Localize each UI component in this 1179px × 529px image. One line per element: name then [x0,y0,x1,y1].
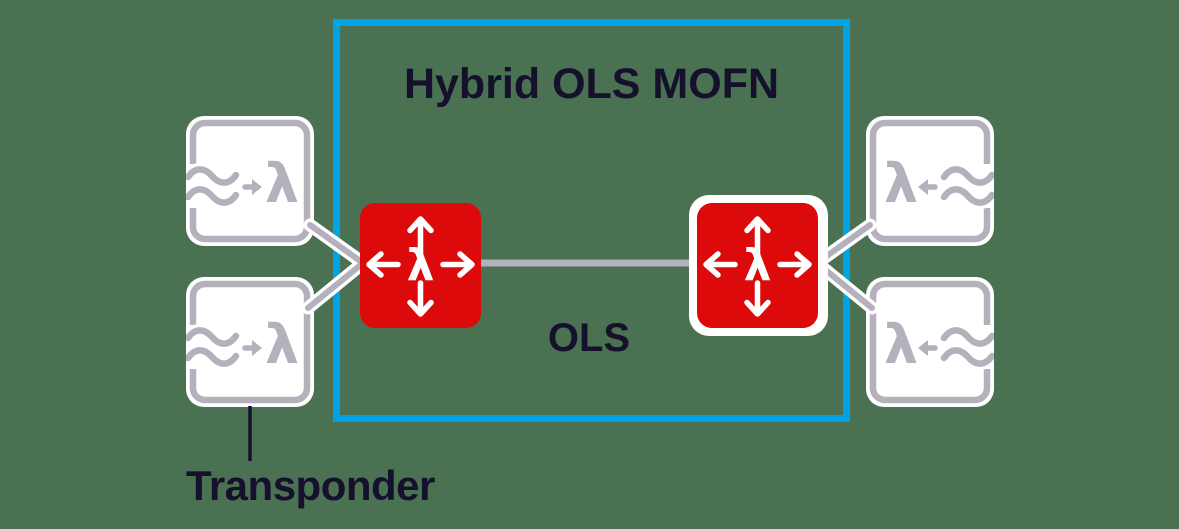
arrow-right-head [794,251,812,278]
transponder-label: Transponder [186,462,435,509]
arrow-head [918,340,928,356]
wave-bottom [186,347,240,367]
arrow-head [918,179,928,195]
roadm-icon: λ [360,203,481,328]
signal-waves-icon [937,162,994,210]
lambda-icon: λ [265,313,299,376]
wave-bottom [940,186,994,206]
roadm-node-right: λ [697,203,818,328]
box-backing [866,116,994,246]
arrow-left-head [703,251,721,278]
arrow-left-icon [918,340,938,356]
arrow-right-icon [242,340,262,356]
arrow-down-head [407,299,434,317]
arrow-up-head [744,216,771,234]
ols-link-label: OLS [547,316,631,360]
box-backing [186,116,314,246]
wave-top [186,327,240,347]
signal-waves-icon [186,323,243,371]
transponder-box-bottom-left: λ [186,277,314,407]
transponder-box-top-left: λ [186,116,314,246]
box-backing [866,277,994,407]
wave-top [940,166,994,186]
signal-waves-icon [937,323,994,371]
lambda-icon: λ [265,152,299,215]
transponder-box-top-right: λ [866,116,994,246]
roadm-icon: λ [697,203,818,328]
arrow-left-icon [918,179,938,195]
wave-top [186,166,240,186]
container-title: Hybrid OLS MOFN [403,60,780,108]
lambda-icon: λ [884,313,918,376]
arrow-head [252,340,262,356]
transponder-icon: λ [866,116,994,246]
transponder-icon: λ [186,116,314,246]
lambda-icon: λ [744,240,772,291]
four-way-arrows-icon [703,216,812,317]
arrow-down-head [744,299,771,317]
transponder-icon: λ [866,277,994,407]
signal-waves-icon [186,162,243,210]
box-backing [186,277,314,407]
transponder-box-bottom-right: λ [866,277,994,407]
arrow-right-icon [242,179,262,195]
lambda-icon: λ [884,152,918,215]
arrow-up-head [407,216,434,234]
arrow-right-head [457,251,475,278]
transponder-icon: λ [186,277,314,407]
wave-bottom [940,347,994,367]
roadm-body [697,203,818,328]
roadm-body [360,203,481,328]
wave-top [940,327,994,347]
arrow-head [252,179,262,195]
wave-bottom [186,186,240,206]
roadm-node-left: λ [360,203,481,328]
lambda-icon: λ [407,240,435,291]
